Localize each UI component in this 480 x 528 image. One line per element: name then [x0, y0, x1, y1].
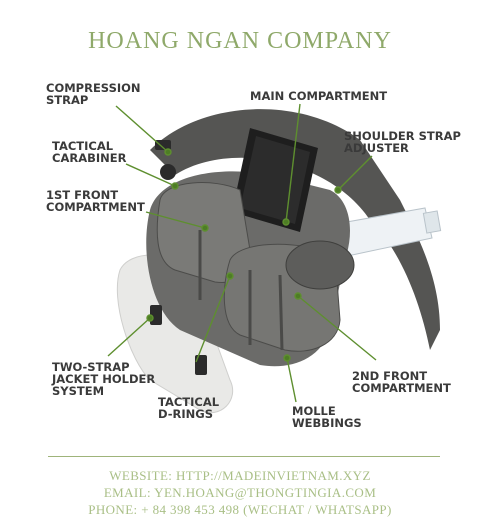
label-tactical-d-rings: TACTICAL D-RINGS: [158, 395, 220, 421]
label-second-front-compartment: 2ND FRONT COMPARTMENT: [352, 369, 451, 395]
label-compression-strap: COMPRESSION STRAP: [46, 81, 141, 107]
leader-lines: [107, 103, 377, 403]
label-two-strap-jacket-holder: TWO-STRAP JACKET HOLDER SYSTEM: [52, 360, 156, 398]
footer-email: Email: yen.hoang@thongtingia.com: [103, 485, 377, 500]
footer-divider: [48, 456, 440, 457]
label-molle-webbings: MOLLE WEBBINGS: [292, 404, 362, 430]
label-main-compartment: MAIN COMPARTMENT: [250, 89, 388, 103]
label-shoulder-strap-adjuster: SHOULDER STRAP ADJUSTER: [344, 129, 461, 155]
tablet-icon: [232, 128, 318, 232]
label-tactical-carabiner: TACTICAL CARABINER: [52, 139, 127, 165]
footer-website: Website: http://madeinvietnam.xyz: [109, 468, 371, 483]
footer-phone: Phone: + 84 398 453 498 (Wechat / WhatsA…: [88, 502, 392, 517]
company-title: HOANG NGAN COMPANY: [88, 28, 392, 54]
label-first-front-compartment: 1ST FRONT COMPARTMENT: [46, 188, 145, 214]
